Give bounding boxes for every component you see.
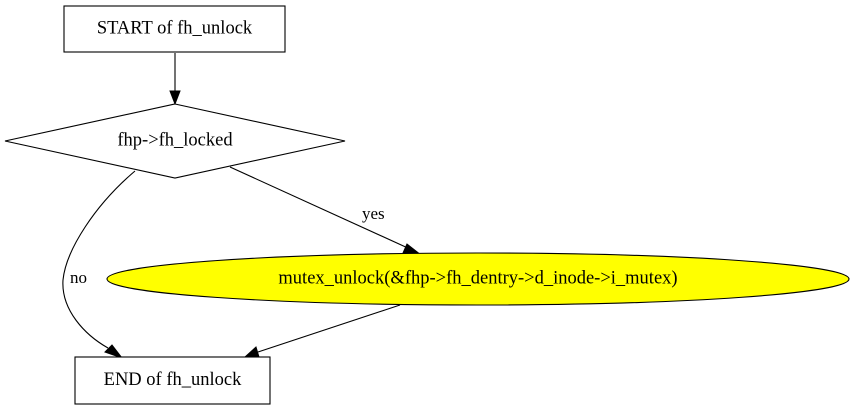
decision-node: fhp->fh_locked <box>4 103 346 179</box>
end-label: END of fh_unlock <box>104 370 242 390</box>
edge-label-no: no <box>70 268 87 287</box>
edge-start-to-decision <box>169 53 181 106</box>
action-node: mutex_unlock(&fhp->fh_dentry->d_inode->i… <box>106 252 850 306</box>
end-node: END of fh_unlock <box>74 356 271 405</box>
decision-label: fhp->fh_locked <box>117 130 233 150</box>
edge-action-to-end <box>243 304 401 358</box>
action-label: mutex_unlock(&fhp->fh_dentry->d_inode->i… <box>278 268 677 288</box>
start-label: START of fh_unlock <box>97 18 253 38</box>
start-node: START of fh_unlock <box>63 5 286 53</box>
edge-decision-to-end: no <box>62 170 136 360</box>
edge-decision-to-action: yes <box>229 166 423 256</box>
edge-label-yes: yes <box>362 204 385 223</box>
